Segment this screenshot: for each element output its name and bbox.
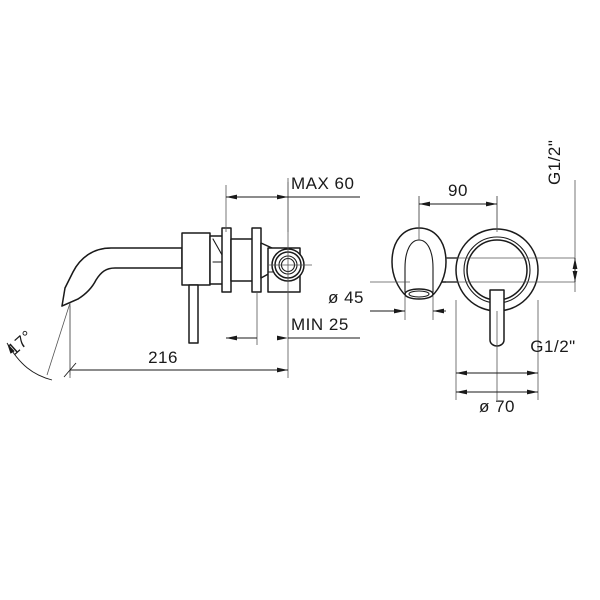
side-elevation-view — [61, 182, 312, 344]
thread-horizontal-label: G1/2" — [530, 337, 575, 356]
flange-disc-rear — [251, 227, 262, 293]
dim216-tick-left — [63, 362, 77, 378]
front-elevation-view — [370, 196, 575, 400]
dimension-min25: MIN 25 — [226, 292, 360, 345]
angle-leader-a — [46, 302, 71, 376]
dim-dia70-label: ø 70 — [479, 397, 515, 416]
spout-escutcheon-front — [391, 227, 447, 300]
spout-body — [61, 247, 183, 307]
dimension-90: 90 — [418, 181, 498, 240]
dimension-thread-vertical: G1/2" — [545, 140, 578, 292]
dim-max60-label: MAX 60 — [291, 174, 354, 193]
dimension-dia45: ø 45 — [328, 288, 446, 320]
lever-handle — [188, 284, 199, 344]
flange-disc-front — [221, 227, 232, 293]
dim-min25-label: MIN 25 — [291, 315, 349, 334]
dimension-thread-horizontal: G1/2" — [530, 337, 575, 356]
dimension-max60: MAX 60 — [225, 174, 360, 232]
dimension-angle-17: 17° — [4, 302, 71, 381]
dim-90-label: 90 — [448, 181, 468, 200]
angle-17-label: 17° — [4, 327, 37, 359]
spout-collar — [181, 232, 211, 286]
dimension-dia70: ø 70 — [455, 300, 539, 416]
angle-arc — [6, 342, 53, 381]
dimension-216: 216 — [63, 292, 289, 378]
thread-vertical-label: G1/2" — [545, 140, 564, 185]
dim-dia45-label: ø 45 — [328, 288, 364, 307]
dim-216-label: 216 — [148, 348, 178, 367]
